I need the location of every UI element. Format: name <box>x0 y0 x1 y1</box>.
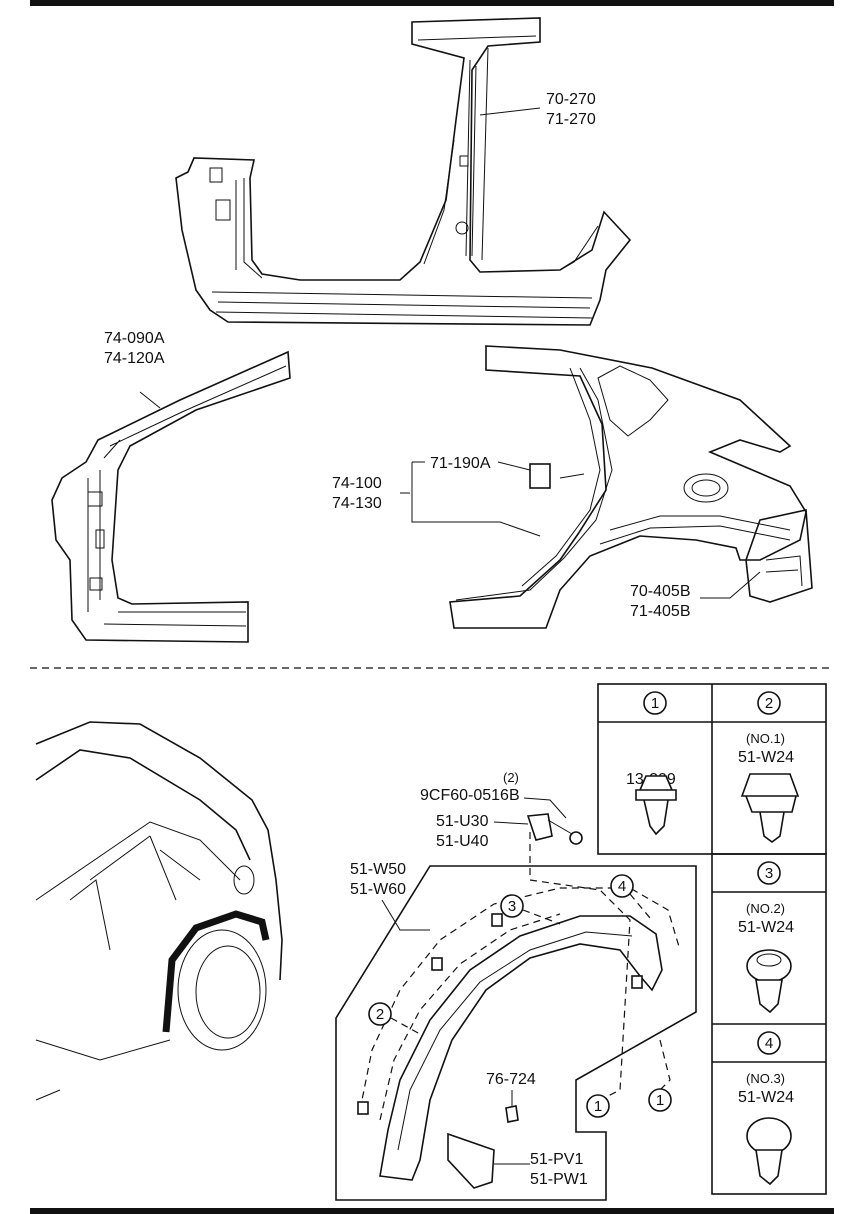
svg-text:3: 3 <box>765 865 773 882</box>
moulding-clip-icon <box>746 1117 792 1155</box>
bracket-74-100 <box>400 461 541 537</box>
label-71-405B: 71-405B <box>630 603 691 620</box>
leader-70-405B <box>700 571 761 599</box>
mud-flap <box>447 1132 495 1189</box>
label-70-405B: 70-405B <box>630 583 691 600</box>
clip-screw <box>505 1105 519 1123</box>
legend-item-2: 2 (NO.1) 51-W24 <box>738 691 800 843</box>
legend-4-sub: (NO.3) <box>746 1071 785 1086</box>
leader-70-270 <box>479 107 541 116</box>
label-screw-qty: (2) <box>503 770 519 785</box>
bottom-border <box>30 1208 834 1214</box>
label-9CF60-0516B: 9CF60-0516B <box>420 787 520 804</box>
top-border <box>30 0 834 6</box>
legend-item-3: 3 (NO.2) 51-W24 <box>738 861 794 1014</box>
legend-2-sub: (NO.1) <box>746 731 785 746</box>
svg-text:1: 1 <box>651 695 659 712</box>
svg-text:1: 1 <box>656 1092 664 1109</box>
callout-1a: 1 <box>586 1094 610 1118</box>
legend-3-part: 51-W24 <box>738 919 794 936</box>
label-70-270: 70-270 <box>546 91 596 108</box>
label-74-120A: 74-120A <box>104 350 165 367</box>
moulding-bracket <box>526 813 553 841</box>
callout-4: 4 <box>610 874 651 919</box>
legend-item-1: 1 13-209 <box>626 691 677 836</box>
svg-text:4: 4 <box>765 1035 773 1052</box>
clip-legend: 1 13-209 2 (NO.1) 51-W24 3 (NO.2) 51-W24… <box>597 683 827 1195</box>
leader-71-190A <box>497 461 531 471</box>
highlighted-fender-moulding <box>162 910 270 1033</box>
label-51-U30: 51-U30 <box>436 813 489 830</box>
svg-text:4: 4 <box>618 878 626 895</box>
legend-3-sub: (NO.2) <box>746 901 785 916</box>
side-outer-panel-drawing <box>175 17 632 326</box>
legend-item-4: 4 (NO.3) 51-W24 <box>738 1031 794 1186</box>
push-clip-icon <box>635 775 677 836</box>
vehicle-view-drawing <box>35 721 283 1101</box>
label-74-100: 74-100 <box>332 475 382 492</box>
leader-51-U30 <box>493 821 529 825</box>
label-51-U40: 51-U40 <box>436 833 489 850</box>
svg-text:2: 2 <box>765 695 773 712</box>
label-76-724: 76-724 <box>486 1071 536 1088</box>
svg-text:2: 2 <box>376 1006 384 1023</box>
group-frame <box>335 865 697 1201</box>
svg-text:1: 1 <box>594 1098 602 1115</box>
screw <box>569 831 583 845</box>
rear-fender-drawing <box>400 345 813 629</box>
moulding-clip-icon <box>740 773 800 843</box>
label-74-130: 74-130 <box>332 495 382 512</box>
label-71-270: 71-270 <box>546 111 596 128</box>
leader-51-W50 <box>381 899 430 931</box>
leader-74-090A <box>139 391 161 409</box>
callout-2: 2 <box>368 1002 421 1035</box>
label-51-W60: 51-W60 <box>350 881 406 898</box>
callout-3: 3 <box>500 894 561 925</box>
legend-2-part: 51-W24 <box>738 749 794 766</box>
front-pillar-drawing <box>51 350 291 643</box>
label-74-090A: 74-090A <box>104 330 165 347</box>
moulding-group: 2 3 4 1 1 <box>335 797 697 1201</box>
label-51-PV1: 51-PV1 <box>530 1151 583 1168</box>
label-51-W50: 51-W50 <box>350 861 406 878</box>
leader-9CF60 <box>523 797 567 819</box>
label-71-190A: 71-190A <box>430 455 491 472</box>
svg-text:3: 3 <box>508 898 516 915</box>
fuel-lid-bracket <box>529 463 551 489</box>
label-51-PW1: 51-PW1 <box>530 1171 588 1188</box>
callout-1b: 1 <box>648 1088 672 1112</box>
legend-4-part: 51-W24 <box>738 1089 794 1106</box>
